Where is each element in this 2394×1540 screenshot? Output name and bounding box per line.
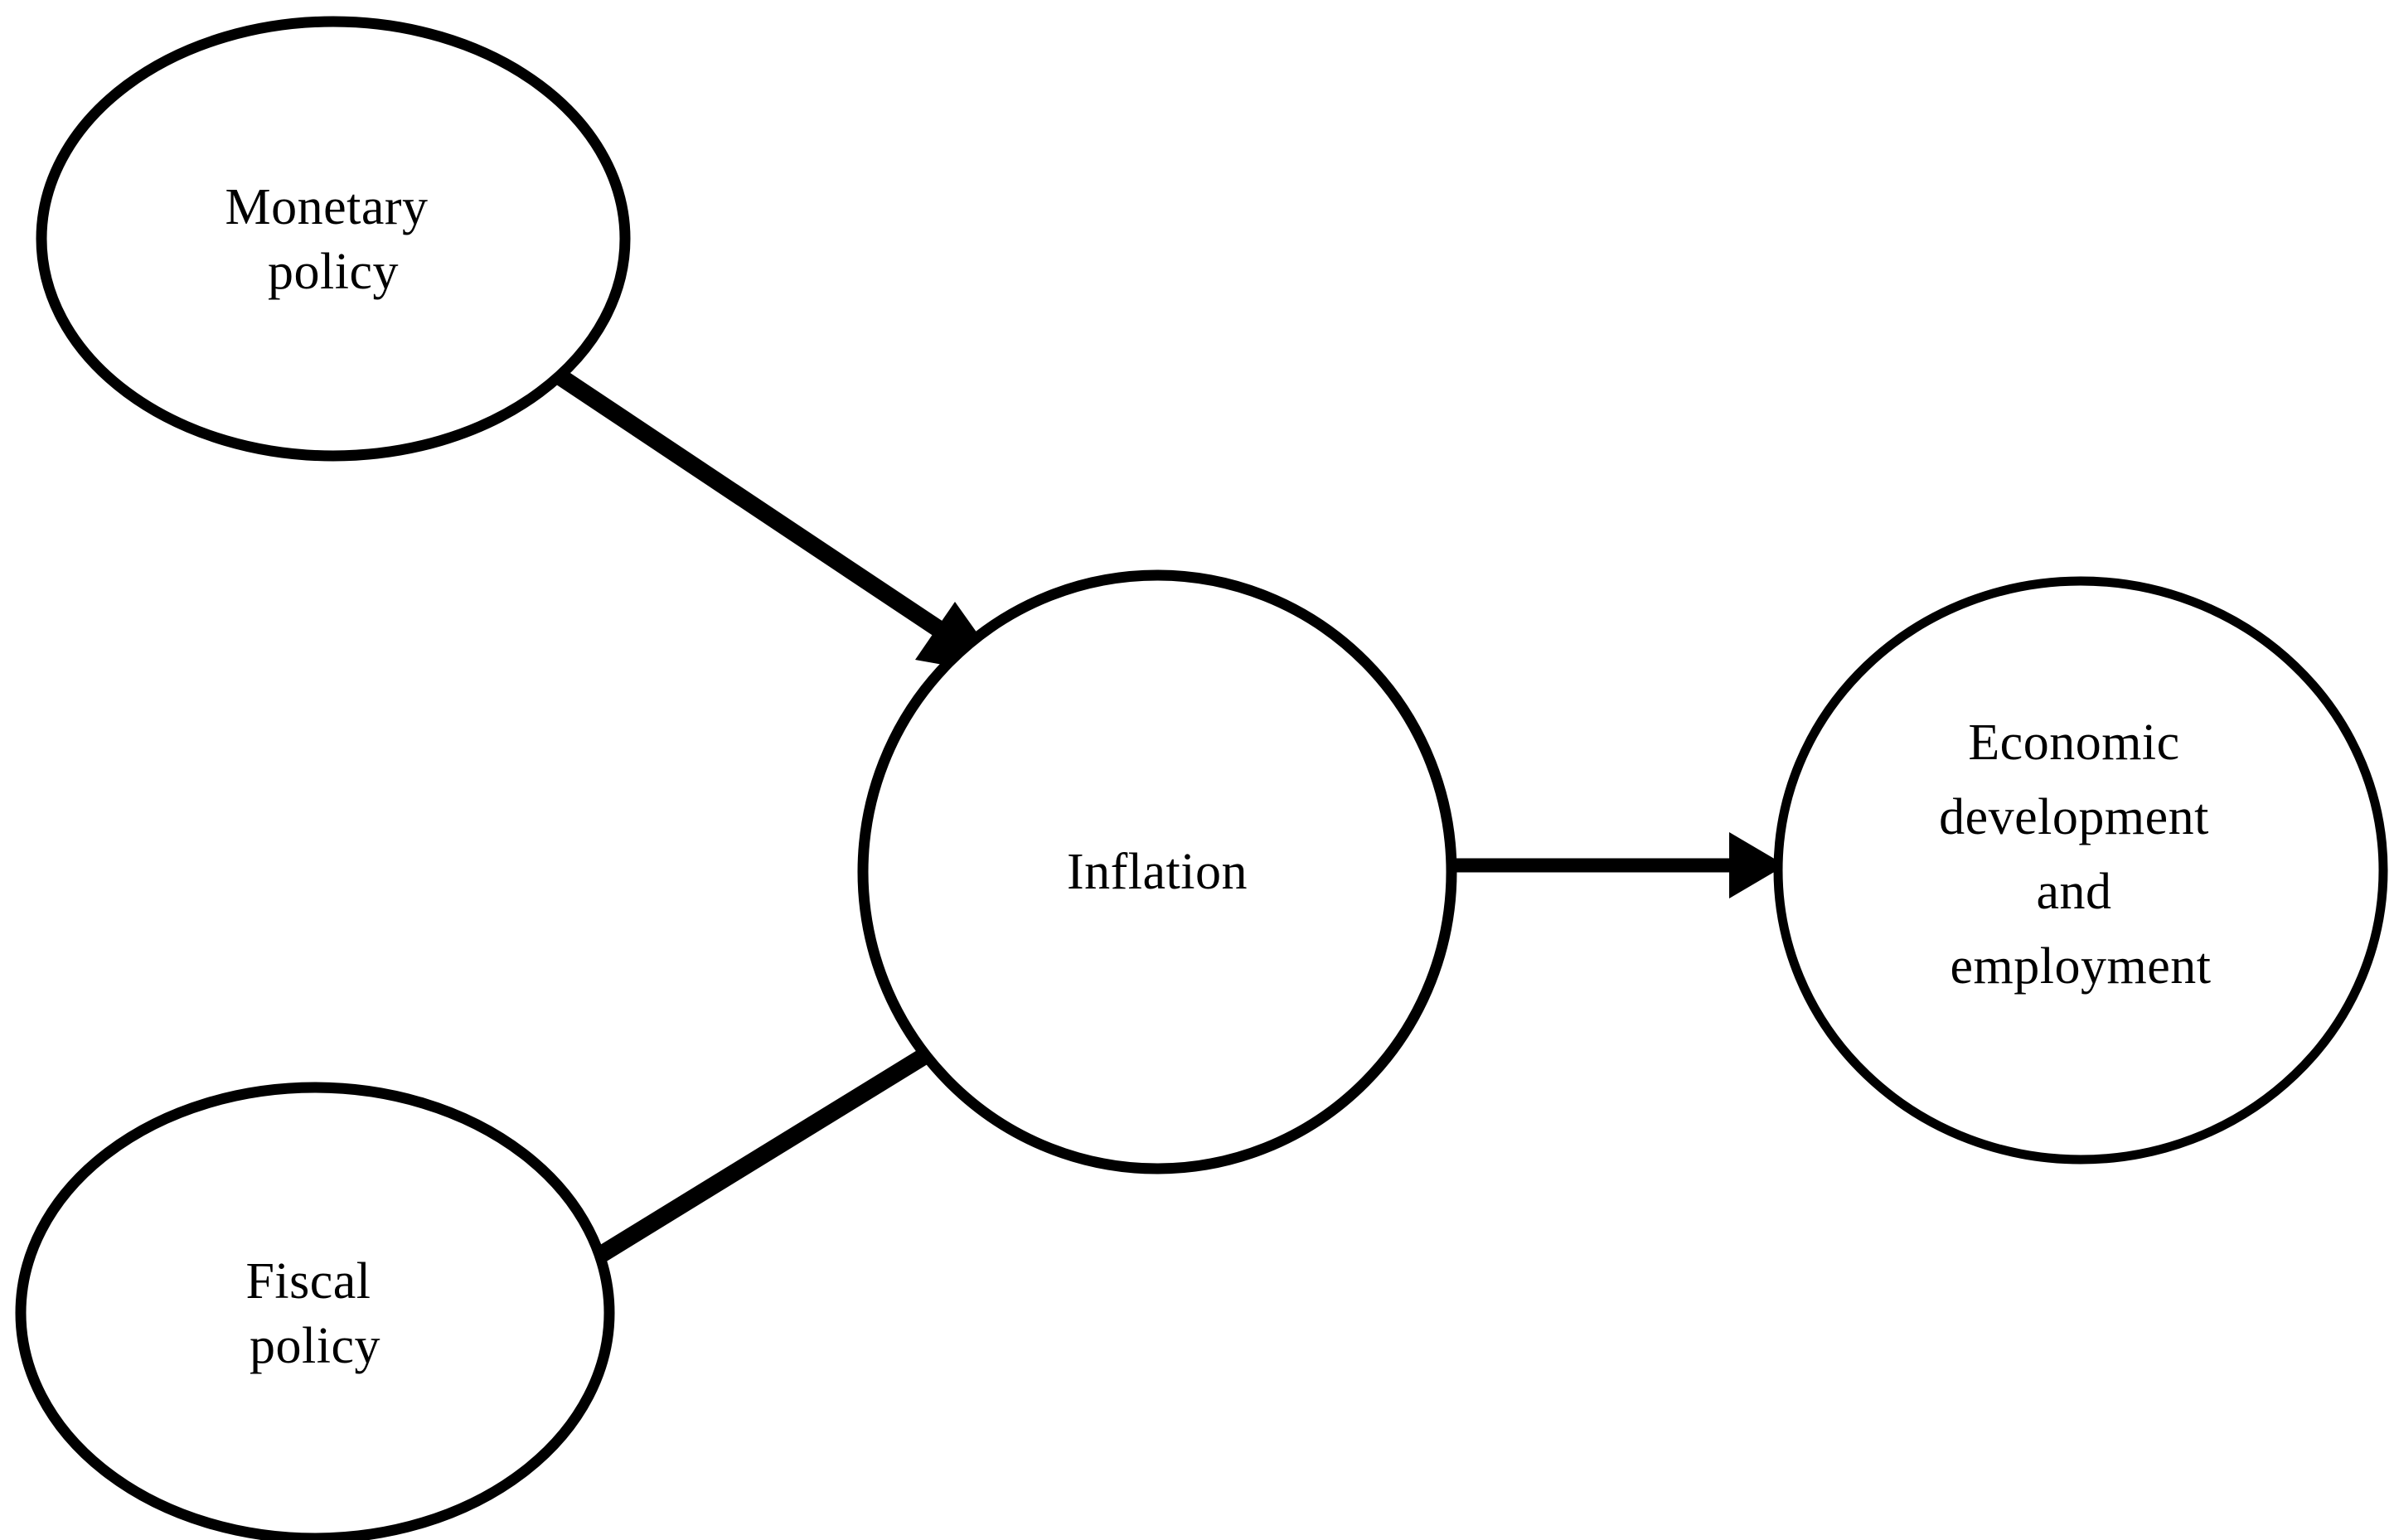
economic-development-label-line-3: and xyxy=(2036,864,2111,920)
fiscal-policy-label-line-1: Fiscal xyxy=(245,1253,371,1310)
economic-development-label: Economic development and employment xyxy=(1939,714,2222,995)
monetary-policy-label: Monetary policy xyxy=(225,179,441,300)
node-fiscal-policy[interactable]: Fiscal policy xyxy=(15,1082,615,1540)
inflation-ellipse[interactable] xyxy=(857,569,1457,1174)
inflation-label: Inflation xyxy=(1067,844,1248,900)
node-monetary-policy[interactable]: Monetary policy xyxy=(36,16,631,462)
inflation-label-line-1: Inflation xyxy=(1067,844,1248,900)
fiscal-policy-label-line-2: policy xyxy=(250,1318,380,1374)
arrowhead-inflation-economic xyxy=(1729,832,1786,898)
monetary-policy-label-line-2: policy xyxy=(268,244,399,300)
fiscal-policy-ellipse[interactable] xyxy=(15,1082,615,1540)
economic-development-label-line-4: employment xyxy=(1951,938,2212,995)
monetary-policy-label-line-1: Monetary xyxy=(225,179,428,235)
node-inflation[interactable]: Inflation xyxy=(857,569,1457,1174)
edge-inflation-to-economic-development xyxy=(1446,832,1786,898)
economic-development-ellipse[interactable] xyxy=(1773,576,2388,1165)
economic-development-label-line-2: development xyxy=(1939,789,2209,845)
economic-development-label-line-1: Economic xyxy=(1968,714,2179,771)
node-economic-development-and-employment[interactable]: Economic development and employment xyxy=(1773,576,2388,1165)
edge-line-monetary-inflation xyxy=(552,367,985,664)
fiscal-policy-label: Fiscal policy xyxy=(245,1253,384,1374)
monetary-policy-ellipse[interactable] xyxy=(36,16,631,462)
